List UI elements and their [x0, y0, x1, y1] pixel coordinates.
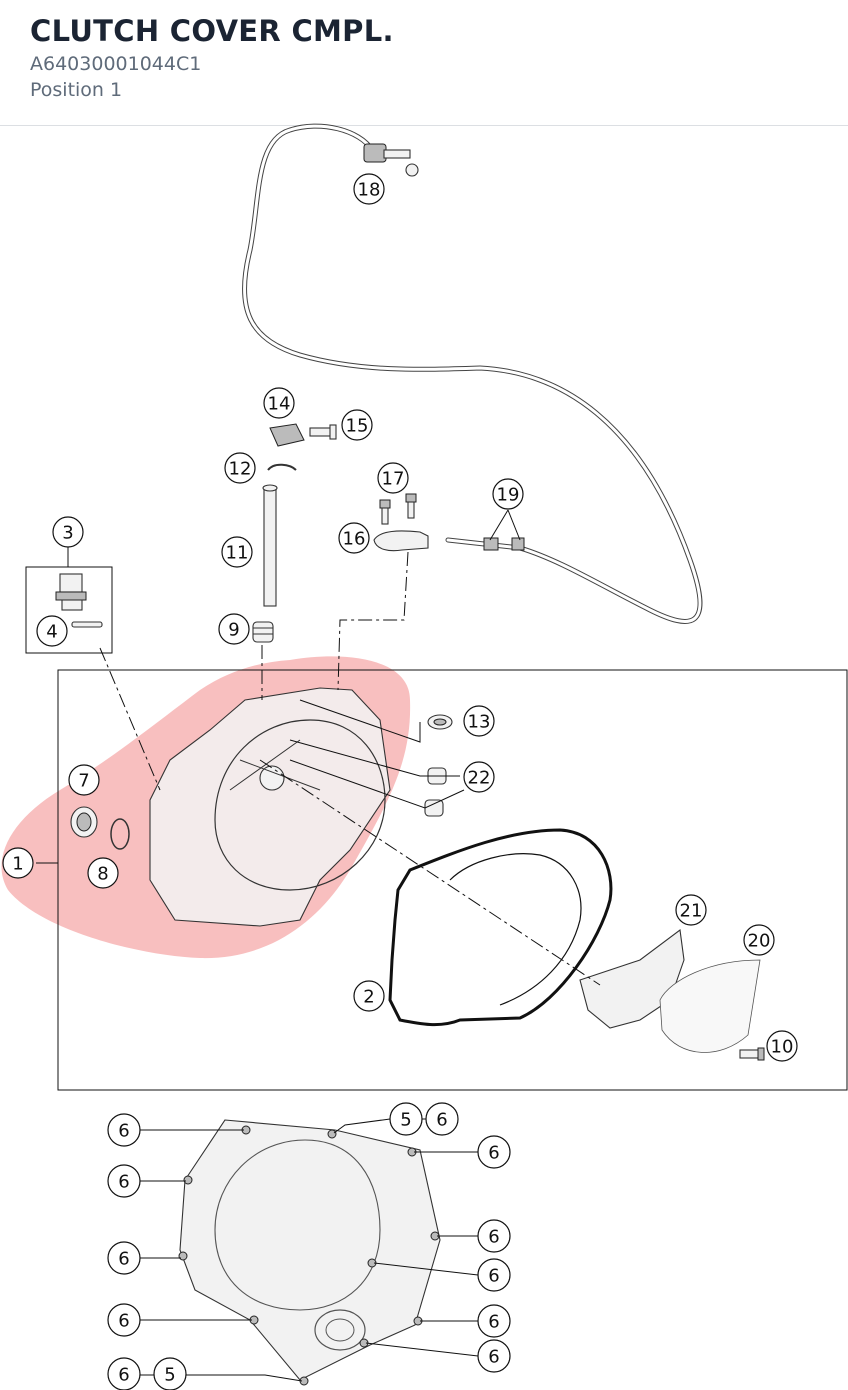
part-7-plug: [70, 806, 98, 838]
svg-text:6: 6: [488, 1266, 499, 1287]
callout-22[interactable]: 22: [463, 761, 495, 793]
part-15-screw: [309, 424, 337, 440]
svg-text:2: 2: [363, 987, 374, 1008]
svg-text:3: 3: [62, 523, 73, 544]
svg-text:22: 22: [468, 768, 491, 789]
svg-text:6: 6: [118, 1121, 129, 1142]
part-13-seal: [427, 714, 453, 730]
callout-8[interactable]: 8: [87, 857, 119, 889]
svg-text:10: 10: [771, 1037, 794, 1058]
callout-16[interactable]: 16: [338, 522, 370, 554]
part-4-oring: [71, 621, 103, 628]
page-title: CLUTCH COVER CMPL.: [30, 14, 394, 48]
part-10-screw: [739, 1047, 765, 1061]
part-14-clamp: [269, 423, 305, 447]
part-22-bushings: [424, 767, 447, 817]
svg-text:7: 7: [78, 771, 89, 792]
clutch-cover-group-box: [57, 669, 848, 1091]
part-1-clutch-cover: [149, 687, 391, 927]
callout-18[interactable]: 18: [353, 173, 385, 205]
part-9-spring: [252, 621, 274, 643]
part-2-gasket: [388, 828, 613, 1027]
part-8-oring: [110, 818, 130, 850]
svg-text:6: 6: [488, 1227, 499, 1248]
bolt-callout-6-b[interactable]: 6: [425, 1102, 459, 1136]
cable-adjuster-19: [483, 537, 525, 551]
part-20-cover: [659, 959, 761, 1053]
bolt-callout-5-b[interactable]: 5: [153, 1357, 187, 1390]
callout-10[interactable]: 10: [766, 1030, 798, 1062]
svg-text:16: 16: [343, 529, 366, 550]
part-3-4-group-box: [25, 566, 113, 654]
cable-end-fitting: [363, 143, 419, 177]
bolt-callout-6-j[interactable]: 6: [477, 1339, 511, 1373]
bolt-callout-6-c[interactable]: 6: [477, 1135, 511, 1169]
svg-text:21: 21: [680, 901, 703, 922]
svg-text:5: 5: [164, 1365, 175, 1386]
svg-text:18: 18: [358, 180, 381, 201]
svg-text:14: 14: [268, 394, 291, 415]
bolt-callout-6-d[interactable]: 6: [107, 1164, 141, 1198]
callout-13[interactable]: 13: [463, 705, 495, 737]
svg-text:11: 11: [226, 543, 249, 564]
callout-20[interactable]: 20: [743, 924, 775, 956]
svg-text:15: 15: [346, 416, 369, 437]
callout-9[interactable]: 9: [218, 613, 250, 645]
callout-14[interactable]: 14: [263, 387, 295, 419]
part-11-shaft: [262, 484, 278, 607]
part-number: A64030001044C1: [30, 53, 202, 75]
callout-3[interactable]: 3: [52, 516, 84, 548]
callout-7[interactable]: 7: [68, 764, 100, 796]
callout-1[interactable]: 1: [2, 847, 34, 879]
part-12-circlip: [267, 463, 297, 471]
bolt-callout-5-a[interactable]: 5: [389, 1102, 423, 1136]
svg-text:6: 6: [488, 1143, 499, 1164]
bolt-pattern-view: [178, 1119, 441, 1386]
svg-text:6: 6: [118, 1249, 129, 1270]
bolt-callout-6-g[interactable]: 6: [477, 1258, 511, 1292]
callout-19[interactable]: 19: [492, 478, 524, 510]
part-17-bolts: [379, 493, 417, 525]
callout-4[interactable]: 4: [36, 615, 68, 647]
bolt-callout-6-i[interactable]: 6: [477, 1304, 511, 1338]
svg-text:6: 6: [118, 1172, 129, 1193]
part-3-plug: [55, 573, 87, 611]
clutch-cable: [241, 123, 703, 624]
svg-text:13: 13: [468, 712, 491, 733]
svg-text:6: 6: [118, 1311, 129, 1332]
svg-text:12: 12: [229, 459, 252, 480]
page-header: CLUTCH COVER CMPL. A64030001044C1 Positi…: [0, 0, 848, 126]
bolt-callout-6-k[interactable]: 6: [107, 1357, 141, 1390]
svg-text:6: 6: [436, 1110, 447, 1131]
svg-text:20: 20: [748, 931, 771, 952]
bolt-callout-6-h[interactable]: 6: [107, 1303, 141, 1337]
svg-text:1: 1: [12, 854, 23, 875]
svg-text:4: 4: [46, 622, 57, 643]
svg-text:9: 9: [228, 620, 239, 641]
svg-text:6: 6: [118, 1365, 129, 1386]
part-16-bracket: [373, 530, 429, 552]
callout-12[interactable]: 12: [224, 452, 256, 484]
callout-11[interactable]: 11: [221, 536, 253, 568]
bolt-callout-6-e[interactable]: 6: [477, 1219, 511, 1253]
svg-text:5: 5: [400, 1110, 411, 1131]
callout-17[interactable]: 17: [377, 462, 409, 494]
svg-text:8: 8: [97, 864, 108, 885]
bolt-callout-6-a[interactable]: 6: [107, 1113, 141, 1147]
svg-text:17: 17: [382, 469, 405, 490]
position-label: Position 1: [30, 79, 123, 101]
svg-text:6: 6: [488, 1347, 499, 1368]
svg-text:19: 19: [497, 485, 520, 506]
callout-15[interactable]: 15: [341, 409, 373, 441]
svg-text:6: 6: [488, 1312, 499, 1333]
callout-21[interactable]: 21: [675, 894, 707, 926]
callout-2[interactable]: 2: [353, 980, 385, 1012]
bolt-callout-6-f[interactable]: 6: [107, 1241, 141, 1275]
